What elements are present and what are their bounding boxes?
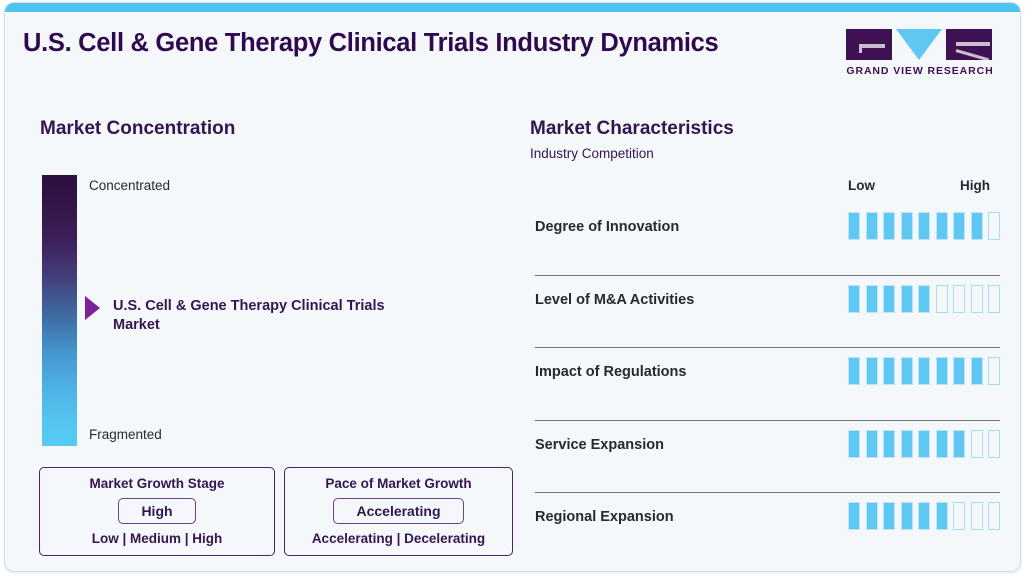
rating-segment-filled [883, 212, 895, 240]
rating-segment-empty [988, 212, 1000, 240]
rating-segment-empty [988, 429, 1000, 458]
rating-segment-empty [935, 284, 948, 313]
rating-segment-filled [848, 212, 860, 240]
rating-segment-filled [848, 429, 860, 458]
rating-segment-filled [900, 502, 913, 530]
rating-segment-filled [883, 357, 895, 385]
characteristic-label: Degree of Innovation [535, 219, 680, 235]
rating-segment-filled [900, 284, 913, 313]
rating-segment-filled [883, 502, 895, 530]
rating-segment-filled [865, 502, 878, 530]
rating-segment-filled [935, 429, 948, 458]
characteristic-row: Level of M&A Activities [535, 276, 1000, 348]
rating-segment-filled [935, 212, 948, 240]
characteristic-rating-bars [848, 212, 1000, 240]
card-options: Accelerating | Decelerating [311, 531, 486, 546]
rating-segment-empty [970, 502, 983, 530]
market-growth-stage-card: Market Growth Stage High Low | Medium | … [39, 467, 275, 556]
characteristic-rating-bars [848, 284, 1000, 313]
rating-segment-filled [918, 429, 930, 458]
rating-segment-filled [935, 502, 948, 530]
rating-segment-filled [953, 357, 965, 385]
top-accent-bar [5, 3, 1020, 12]
rating-segment-filled [953, 429, 965, 458]
market-characteristics-title: Market Characteristics [530, 118, 734, 139]
characteristic-label: Level of M&A Activities [535, 291, 695, 308]
market-position-arrow-icon [85, 296, 100, 320]
logo-v-triangle-icon [896, 29, 942, 60]
rating-segment-filled [883, 284, 895, 313]
rating-segment-filled [900, 429, 913, 458]
logo-marks [846, 29, 994, 60]
card-value-badge: High [118, 498, 196, 524]
rating-segment-empty [988, 502, 1000, 530]
infographic-frame: U.S. Cell & Gene Therapy Clinical Trials… [4, 2, 1021, 572]
characteristic-rating-bars [848, 502, 1000, 530]
rating-segment-filled [848, 284, 860, 313]
rating-segment-empty [970, 429, 983, 458]
gradient-bottom-label: Fragmented [89, 427, 162, 442]
rating-segment-filled [935, 357, 948, 385]
characteristic-row: Regional Expansion [535, 493, 1000, 566]
rating-segment-filled [900, 357, 913, 385]
rating-segment-empty [988, 284, 1000, 313]
rating-segment-filled [865, 357, 878, 385]
characteristic-row: Impact of Regulations [535, 348, 1000, 421]
concentration-gradient-bar [42, 175, 77, 446]
characteristic-label: Service Expansion [535, 436, 664, 453]
rating-segment-filled [900, 212, 913, 240]
scale-high-label: High [960, 178, 990, 193]
characteristic-rating-bars [848, 429, 1000, 458]
rating-segment-empty [953, 284, 965, 313]
card-title: Market Growth Stage [89, 476, 225, 491]
characteristic-rating-bars [848, 357, 1000, 385]
rating-segment-empty [953, 502, 965, 530]
rating-segment-filled [848, 502, 860, 530]
rating-segment-empty [970, 284, 983, 313]
card-options: Low | Medium | High [91, 531, 223, 546]
logo-r-block-icon [946, 29, 992, 60]
rating-segment-filled [865, 212, 878, 240]
market-concentration-title: Market Concentration [40, 118, 236, 139]
characteristic-label: Regional Expansion [535, 509, 674, 525]
rating-segment-filled [970, 357, 983, 385]
logo-wordmark: GRAND VIEW RESEARCH [846, 65, 994, 77]
characteristic-row: Degree of Innovation [535, 203, 1000, 276]
page-title: U.S. Cell & Gene Therapy Clinical Trials… [23, 29, 719, 57]
gradient-top-label: Concentrated [89, 178, 171, 193]
rating-segment-filled [918, 212, 930, 240]
rating-segment-filled [848, 357, 860, 385]
rating-segment-filled [918, 502, 930, 530]
logo-g-block-icon [846, 29, 892, 60]
card-value-badge: Accelerating [333, 498, 464, 524]
rating-segment-empty [988, 357, 1000, 385]
rating-segment-filled [883, 429, 895, 458]
characteristic-row: Service Expansion [535, 421, 1000, 493]
pace-of-market-growth-card: Pace of Market Growth Accelerating Accel… [284, 467, 513, 556]
market-characteristics-subtitle: Industry Competition [530, 146, 654, 161]
market-position-label: U.S. Cell & Gene Therapy Clinical Trials… [113, 298, 385, 334]
rating-segment-filled [918, 284, 930, 313]
characteristic-label: Impact of Regulations [535, 364, 687, 380]
card-title: Pace of Market Growth [325, 476, 472, 491]
rating-segment-filled [970, 212, 983, 240]
brand-logo: GRAND VIEW RESEARCH [846, 29, 994, 77]
rating-segment-filled [918, 357, 930, 385]
scale-low-label: Low [848, 178, 875, 193]
rating-segment-filled [865, 429, 878, 458]
rating-segment-filled [953, 212, 965, 240]
rating-segment-filled [865, 284, 878, 313]
